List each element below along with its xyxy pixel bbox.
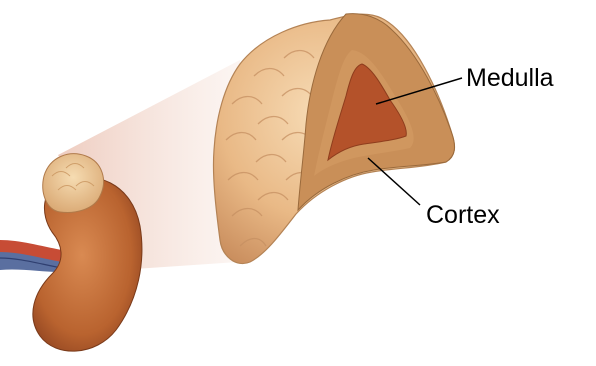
renal-vessels bbox=[0, 240, 62, 272]
cortex-label: Cortex bbox=[426, 203, 500, 228]
adrenal-gland-small bbox=[43, 154, 104, 213]
medulla-label: Medulla bbox=[466, 66, 554, 91]
